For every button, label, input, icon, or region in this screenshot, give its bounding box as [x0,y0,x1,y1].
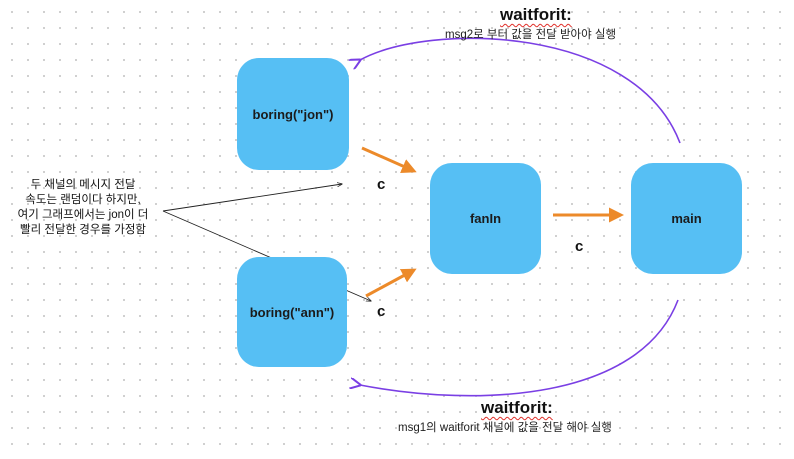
node-boring-jon-label: boring("jon") [252,106,334,122]
arrow-ann-to-fanin [365,268,417,298]
node-boring-jon: boring("jon") [237,58,349,170]
side-note: 두 채널의 메시지 전달 속도는 랜덤이다 하지만, 여기 그래프에서는 jon… [8,178,158,238]
node-main-label: main [671,211,702,226]
bottom-waitforit-subtitle: msg1의 waitforit 채널에 값을 전달 해야 실행 [398,422,612,434]
channel-label-middle: c [575,238,584,255]
channel-label-bottom: c [377,303,386,320]
pointer-line-upper [162,184,342,212]
side-note-line-4: 빨리 전달한 경우를 가정함 [20,224,146,236]
side-note-line-2: 속도는 랜덤이다 하지만, [25,194,141,206]
arrow-jon-to-fanin [361,146,417,174]
node-boring-ann: boring("ann") [237,257,347,367]
side-note-line-1: 두 채널의 메시지 전달 [30,179,136,191]
channel-label-top: c [377,176,386,193]
waitforit-arrow-top [360,37,681,144]
side-note-line-3: 여기 그래프에서는 jon이 더 [17,209,149,221]
waitforit-arrow-bottom [360,299,679,397]
node-boring-ann-label: boring("ann") [249,304,335,320]
node-fanin: fanIn [430,163,541,274]
node-fanin-label: fanIn [469,211,502,226]
node-main: main [631,163,742,274]
top-waitforit-subtitle: msg2로 부터 값을 전달 받아야 실행 [445,29,617,41]
top-waitforit-title: waitforit: [500,5,572,24]
bottom-waitforit-title: waitforit: [481,398,553,417]
